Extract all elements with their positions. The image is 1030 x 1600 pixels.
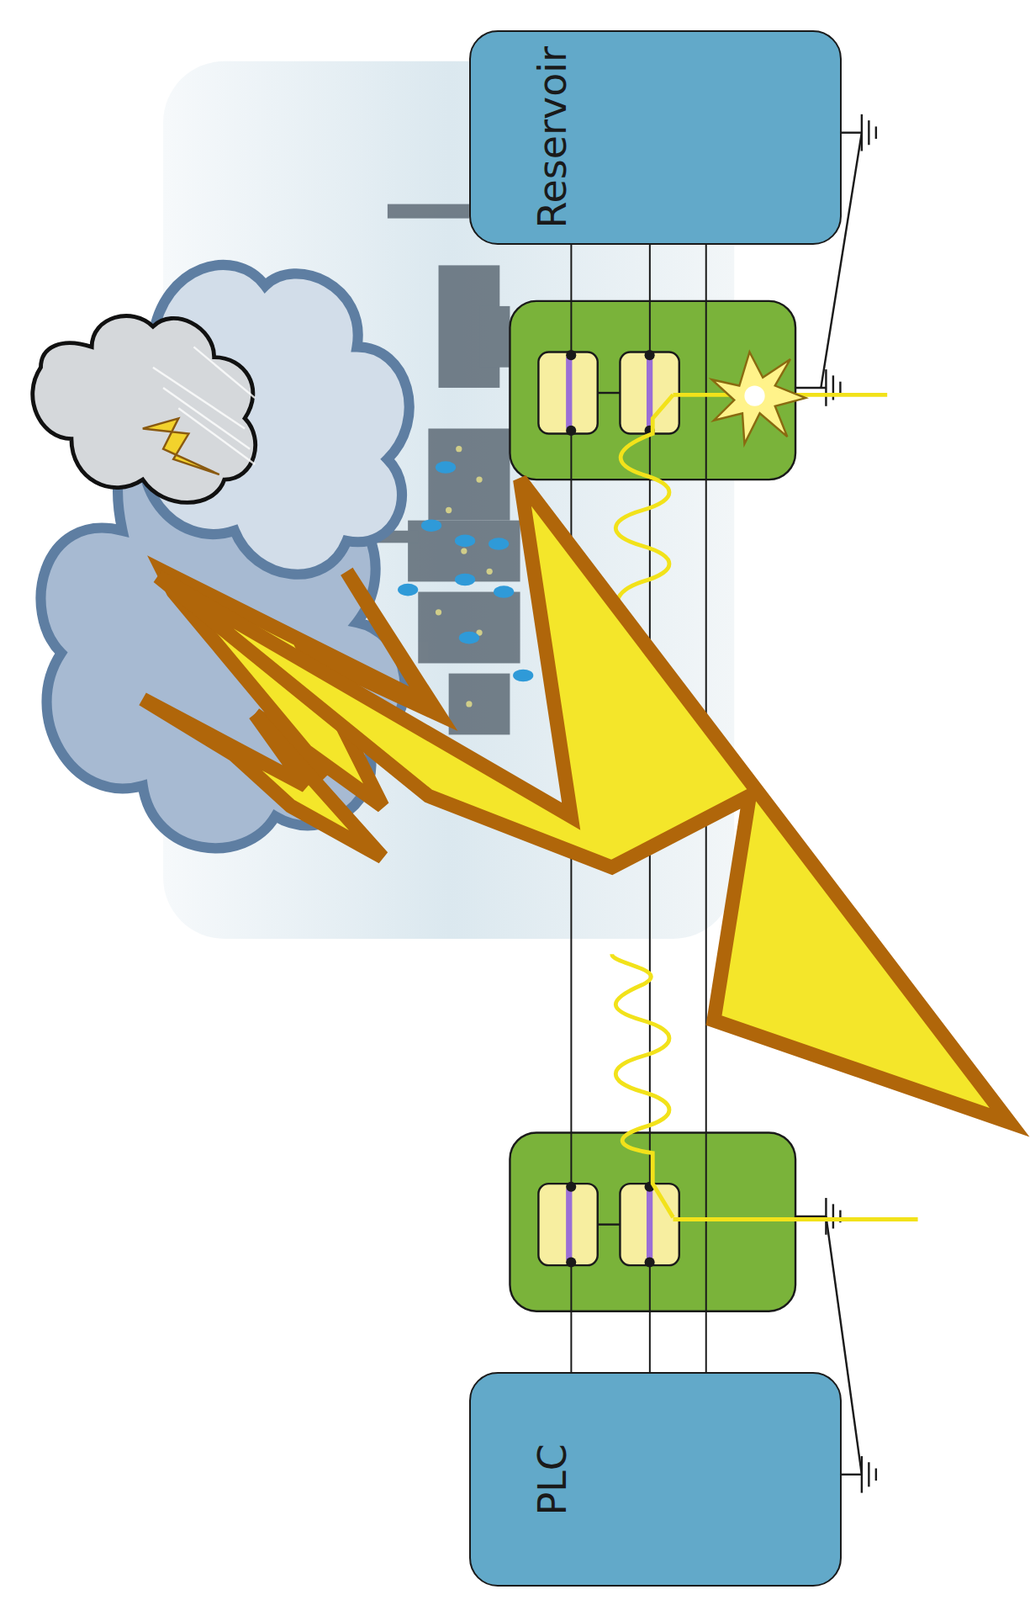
- device-box: PLC: [469, 1371, 842, 1586]
- device-label: Reservoir: [529, 46, 576, 228]
- device-label: PLC: [529, 1442, 576, 1516]
- device-box: Reservoir: [469, 30, 842, 245]
